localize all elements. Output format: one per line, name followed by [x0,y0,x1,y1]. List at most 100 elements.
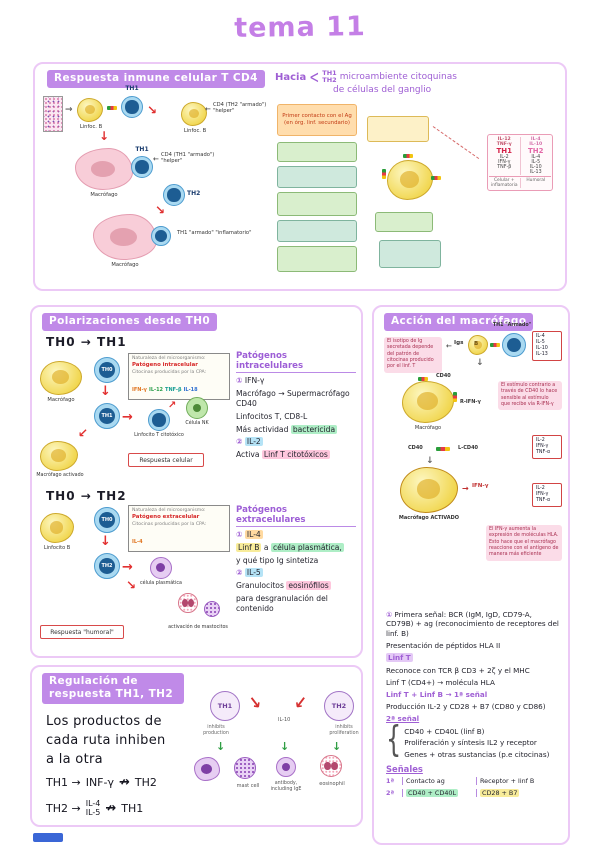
note-highlight: CD40 + CD40L [406,788,459,797]
table-cell: CD28 + B7 [476,788,560,797]
macrophage-label: Macrófago [414,425,442,431]
note-text: Presentación de péptidos HLA II [386,641,501,651]
mast-cell-label: mast cell [236,783,260,789]
note-text: Producción IL-2 y CD28 + B7 (CD80 y CD86… [386,702,546,712]
table-cell: Contacto ag [402,776,476,785]
activated-macrophage-cell [400,467,458,513]
row-label: 1ª [386,776,395,785]
arrow-right-icon: → [122,560,133,575]
note-highlight: IL-4 [244,530,263,539]
info-title: Naturaleza del microorganismo: [132,508,206,513]
th1-label: TH1 [125,85,139,92]
respuesta-humoral-box: Respuesta "humoral" [40,625,124,639]
th1-th2-options: TH1 TH2 [322,69,337,85]
th2-cell: TH2 [324,691,354,721]
info-title: Naturaleza del microorganismo: [132,356,206,361]
receptor-icon [107,106,117,110]
b-cell [181,102,207,126]
page-title: tema 11 [234,11,366,44]
arrow-down-left-icon: ↙ [292,692,309,713]
legend-header-th1: IL-12 TNF-γ [496,137,512,147]
section-heading: Polarizaciones desde TH0 [42,313,218,332]
note-highlight: bactericida [290,424,338,434]
nk-cell-label: Célula NK [185,421,209,426]
arrow-down-icon: ↓ [332,740,342,753]
figure-note: El estímulo contrario a través de CD40 l… [498,381,562,411]
arrow-down-right-icon: ↘ [126,578,137,592]
arrow-left-icon: ← [446,342,452,350]
note-highlight: Linf T citotóxicos [261,450,330,459]
th2-cell [163,184,185,206]
antibody-label: antibody, including IgE [270,781,302,792]
arrow-down-icon: ↓ [99,129,110,143]
legend-th2-cytokines: IL-4 IL-5 IL-10 IL-13 [519,155,552,175]
inhibits-label: inhibits proliferation [329,725,359,736]
cd40-label: CD40 [408,445,423,451]
mast-cell [204,601,220,617]
cytokine-box: IL-4 IL-5 IL-10 IL-13 [532,331,562,361]
note-text: Genes + otras sustancias (p.e citocinas) [404,750,550,760]
circled-1: ① [236,530,243,539]
activated-macrophage-label: Macrófago activado [36,473,84,478]
illegible-step-note [379,240,441,268]
senales-title: Señales [386,763,423,774]
b-cell [77,98,103,122]
notes-title: Patógenos extracelulares [236,505,356,527]
note-text: para desgranulación del contenido [236,593,328,613]
legend-th1: TH1 [496,147,512,155]
legend-footer-th1: Celular + inflamatoria [490,178,518,188]
cytokine-box: IL-2 IFN-γ TNF-α [532,435,562,459]
cytokine: IL-12 [148,386,164,393]
pathogen-infobox: Naturaleza del microorganismo: Patógeno … [128,353,230,400]
subheading-th0-th2: TH0 → TH2 [46,489,127,503]
circled-1: ① [386,609,393,619]
note-highlight: Linf B [236,542,262,552]
subheading-th0-th1: TH0 → TH1 [46,335,127,349]
b-cell [468,335,488,355]
note-text: Activa [236,450,260,459]
angle-bracket-icon: < [309,66,320,88]
cytokine: IFN-γ [132,386,147,393]
senales-table: 1ª Contacto ag Receptor + linf B 2ª CD40… [386,776,560,797]
b-cell [40,513,74,543]
cytokine: IL-4 [132,538,143,545]
b-cell-letter: B [474,341,479,347]
inhibit-arrow-icon: ↛ [105,800,117,816]
note-text: Linfocitos T, CD8-L [236,411,308,421]
handwritten-heading: Hacia < TH1 TH2 microambiente citoquinas… [275,66,489,95]
b-cell-label: Linfoc. B [183,128,207,134]
receptor-icon [490,343,500,347]
note-highlight: IL-5 [244,568,263,578]
th0-cell: TH0 [94,507,120,533]
note-text: Más actividad [236,424,289,434]
plasma-cell [150,557,172,579]
ifn-label: IFN-γ [472,483,489,489]
receptor-icon [403,154,413,158]
nk-cell [186,397,208,419]
rifn-label: R-IFN-γ [460,399,481,405]
eosinophil-cell [320,755,342,777]
th1-armado-label: TH1 "Armado" [492,323,532,328]
note-highlight: IL-2 [244,437,263,447]
illegible-step-note [277,246,357,272]
th1-cell [151,226,171,246]
note-text: Primera señal: BCR (IgM, IgD, CD79-A, CD… [386,609,559,638]
annotation-inflamatorio: TH1 "armado" "inflamatorio" [177,230,252,236]
plasma-cell [276,757,296,777]
arrow-down-right-icon: ↘ [147,103,158,117]
legend-header-th2: IL-4 IL-10 [519,137,552,147]
lcd40-label: L-CD40 [458,445,479,451]
notes-senales: ① Primera señal: BCR (IgM, IgD, CD79-A, … [386,607,560,797]
th2-cell: TH2 [94,553,120,579]
row-label: 2ª [386,788,395,797]
info-title: Citocinas producidas por la CPA: [132,369,207,375]
mast-activation-label: activación de mastocitos [168,625,228,630]
arrow-down-icon: ↓ [426,456,434,466]
activated-macrophage-cell [40,441,78,471]
th1-armado-cell [502,333,526,357]
cd40-label: CD40 [436,373,451,379]
note-highlight: eosinófilos [286,581,331,590]
receptor-icon [453,392,457,402]
